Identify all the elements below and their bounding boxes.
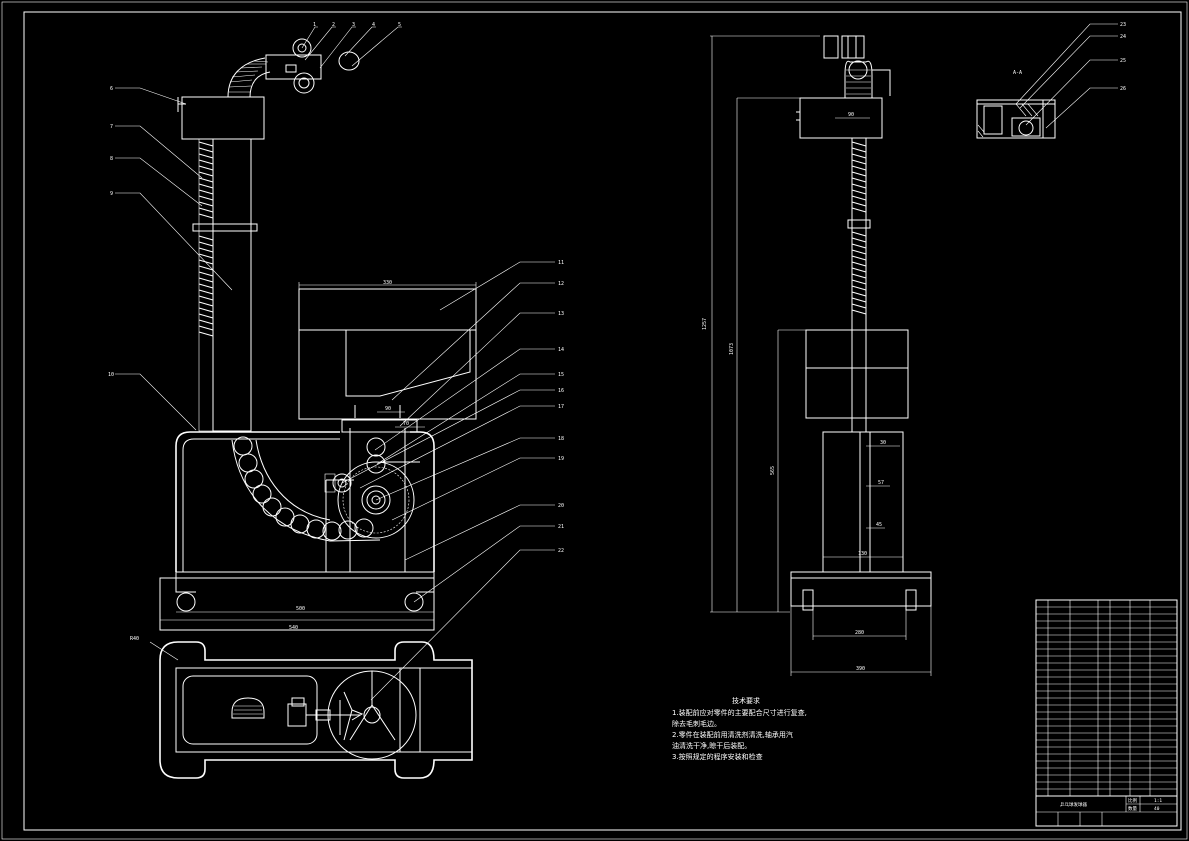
balloon-11: 11 (558, 260, 564, 266)
balloon-16: 16 (558, 388, 564, 394)
notes-line-1: 1.装配前应对零件的主要配合尺寸进行复查, (672, 708, 807, 717)
section-a-a: A-A 23 24 25 26 (976, 22, 1126, 139)
dim-30: 30 (880, 440, 886, 446)
dim-565: 565 (770, 466, 776, 475)
radius-label: R40 (130, 636, 139, 642)
dim-90-side: 90 (848, 112, 854, 118)
balloon-24: 24 (1120, 34, 1126, 40)
balloon-4: 4 (372, 22, 375, 28)
dim-500: 500 (296, 606, 305, 612)
front-view: 330 90 70 500 540 1 2 (108, 22, 564, 701)
dim-45: 45 (876, 522, 882, 528)
balloon-3: 3 (352, 22, 355, 28)
balloon-9: 9 (110, 191, 113, 197)
dim-540: 540 (289, 625, 298, 631)
dim-130: 130 (858, 551, 867, 557)
dim-280: 280 (855, 630, 864, 636)
main-body (175, 431, 340, 572)
balloon-8: 8 (110, 156, 113, 162)
scale-label: 比例 (1128, 797, 1137, 804)
top-block (181, 96, 265, 140)
title-block: 乒乓球发球器 比例 1:1 数量 40 (1035, 795, 1178, 827)
balloon-13: 13 (558, 311, 564, 317)
column (212, 138, 252, 432)
dim-1257: 1257 (702, 318, 708, 330)
lead-screw (198, 138, 214, 432)
top-view: R40 (130, 636, 473, 779)
balloon-10: 10 (108, 372, 114, 378)
front-leaders (115, 26, 555, 701)
notes-line-3: 2.零件在装配前用清洗剂清洗,轴承用汽 (672, 730, 793, 739)
balloon-5: 5 (398, 22, 401, 28)
dim-57: 57 (878, 480, 884, 486)
balloon-2: 2 (332, 22, 335, 28)
side-view: 1257 1073 565 30 57 45 130 280 390 90 (702, 35, 932, 676)
section-label: A-A (1013, 70, 1022, 76)
dim-1073: 1073 (729, 343, 735, 355)
front-balloon-labels: 1 2 3 4 5 6 7 8 9 10 11 12 13 14 15 16 1… (108, 22, 564, 554)
scale-value: 1:1 (1154, 798, 1162, 804)
balloon-12: 12 (558, 281, 564, 287)
front-dimensions: 330 90 70 500 540 (160, 280, 477, 631)
balloon-18: 18 (558, 436, 564, 442)
dim-390: 390 (856, 666, 865, 672)
ball-track (231, 436, 381, 542)
balloon-25: 25 (1120, 58, 1126, 64)
base-plate (159, 577, 435, 631)
drawing-title: 乒乓球发球器 (1060, 801, 1087, 808)
side-dimensions: 1257 1073 565 30 57 45 130 280 390 90 (702, 35, 932, 676)
dim-hopper-width: 330 (383, 280, 392, 286)
notes-heading: 技术要求 (732, 696, 760, 705)
balloon-17: 17 (558, 404, 564, 410)
notes-line-5: 3.按照规定的程序安装和检查 (672, 752, 763, 761)
balloon-7: 7 (110, 124, 113, 130)
balloon-15: 15 (558, 372, 564, 378)
balloon-14: 14 (558, 347, 564, 353)
balloon-22: 22 (558, 548, 564, 554)
balloon-1: 1 (313, 22, 316, 28)
drive-gear (324, 419, 420, 572)
dim-70: 70 (403, 421, 409, 427)
ball-hopper (298, 288, 477, 420)
count-label: 数量 (1128, 805, 1137, 812)
sheet-inner-border (23, 11, 1182, 831)
count-value: 40 (1154, 806, 1160, 812)
clamp (192, 223, 258, 232)
balloon-19: 19 (558, 456, 564, 462)
balloon-26: 26 (1120, 86, 1126, 92)
notes-line-2: 除去毛刺毛边。 (672, 719, 721, 728)
balloon-6: 6 (110, 86, 113, 92)
technical-notes: 技术要求 1.装配前应对零件的主要配合尺寸进行复查, 除去毛刺毛边。 2.零件在… (672, 696, 807, 761)
balloon-20: 20 (558, 503, 564, 509)
feed-head (227, 38, 360, 98)
notes-line-4: 油清洗干净,晾干后装配。 (672, 741, 751, 750)
balloon-21: 21 (558, 524, 564, 530)
parts-list (1035, 599, 1178, 797)
dim-90: 90 (385, 406, 391, 412)
balloon-23: 23 (1120, 22, 1126, 28)
